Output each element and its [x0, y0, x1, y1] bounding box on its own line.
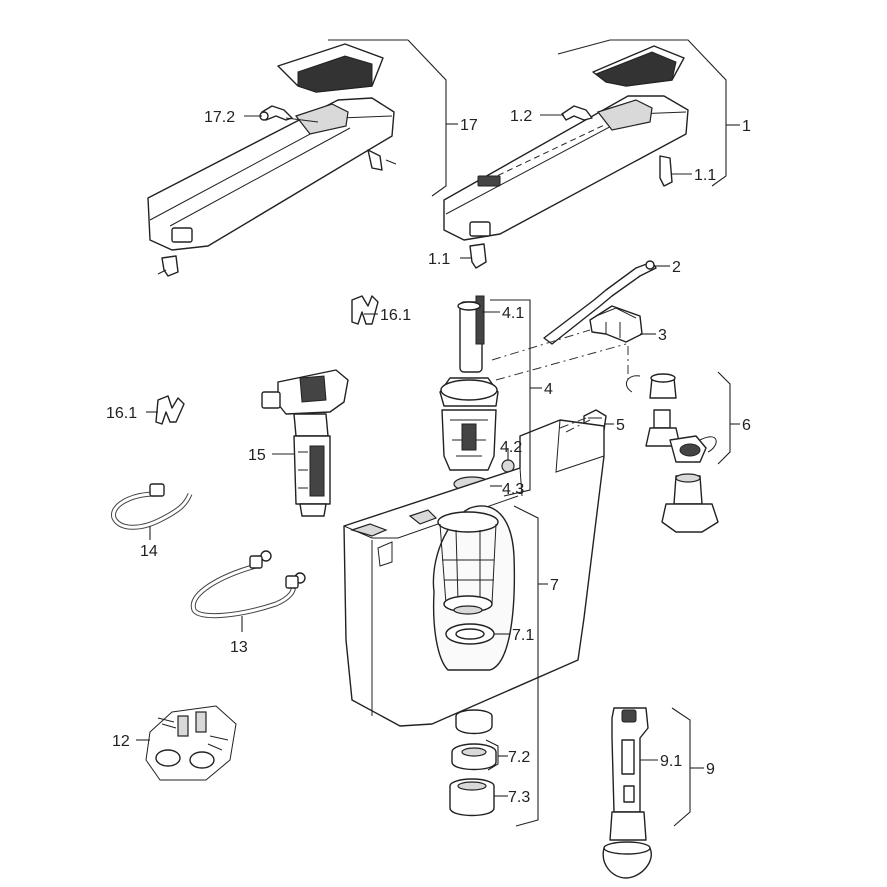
label-7: 7 [550, 577, 559, 594]
leader-lines [136, 114, 740, 797]
part-17-2-screw [259, 105, 293, 121]
part-1-2-screw [561, 105, 593, 121]
label-6: 6 [742, 417, 751, 434]
label-2: 2 [672, 259, 681, 276]
part-17-cistern-lid [147, 43, 397, 277]
label-7-2: 7.2 [508, 749, 530, 766]
part-7-flush-valve-basket [437, 511, 499, 615]
label-1-1-left: 1.1 [428, 251, 450, 268]
label-13: 13 [230, 639, 248, 656]
label-14: 14 [140, 543, 158, 560]
part-7-1-seal-ring [445, 623, 495, 645]
part-16-1-clip-b [155, 395, 185, 425]
alignment-lines [491, 329, 629, 433]
label-1: 1 [742, 118, 751, 135]
label-7-3: 7.3 [508, 789, 530, 806]
bracket-17 [328, 39, 447, 197]
part-13-flex-hose [190, 550, 306, 619]
label-4-2: 4.2 [500, 439, 522, 456]
label-15: 15 [248, 447, 266, 464]
label-1-1-right: 1.1 [694, 167, 716, 184]
label-9: 9 [706, 761, 715, 778]
label-16-1-b: 16.1 [106, 405, 137, 422]
label-1-2: 1.2 [510, 108, 532, 125]
label-12: 12 [112, 733, 130, 750]
part-7-2-nut [451, 709, 497, 771]
part-4-flush-valve [439, 295, 499, 492]
label-17: 17 [460, 117, 478, 134]
part-6-actuator-assembly [625, 373, 719, 533]
part-12-fixing-kit [145, 705, 237, 781]
part-16-1-clip-a [351, 295, 379, 325]
label-3: 3 [658, 327, 667, 344]
part-7-3-sleeve [449, 778, 495, 817]
bracket-7-2 [485, 739, 499, 771]
label-17-2: 17.2 [204, 109, 235, 126]
part-14-connection-hose [111, 483, 193, 530]
label-4: 4 [544, 381, 553, 398]
part-labels: 17.2 17 1.2 1 1.1 1.1 2 3 4.1 4 4.2 4.3 … [106, 108, 751, 806]
part-3-bracket [589, 305, 643, 343]
bracket-7 [513, 505, 539, 827]
label-5: 5 [616, 417, 625, 434]
bracket-1 [557, 39, 727, 187]
label-9-1: 9.1 [660, 753, 682, 770]
bracket-4 [490, 299, 531, 497]
part-2-actuator-lever [543, 260, 657, 345]
bracket-9 [671, 707, 691, 827]
label-16-1-a: 16.1 [380, 307, 411, 324]
part-9-overflow-pipe [602, 707, 652, 879]
part-1-cistern-lid [443, 45, 689, 269]
label-7-1: 7.1 [512, 627, 534, 644]
label-4-3: 4.3 [502, 481, 524, 498]
part-15-fill-valve [261, 369, 349, 517]
bracket-6 [717, 371, 731, 465]
label-4-1: 4.1 [502, 305, 524, 322]
